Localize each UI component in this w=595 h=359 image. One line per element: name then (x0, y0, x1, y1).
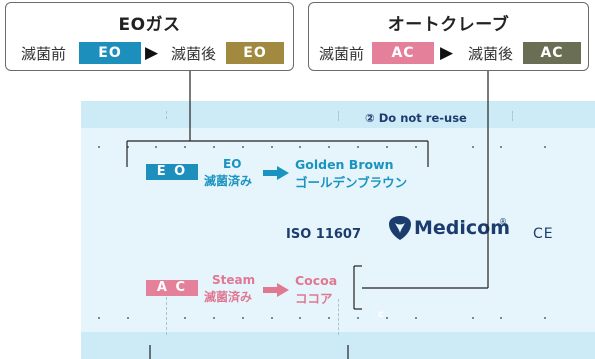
arrow-right-icon (263, 165, 289, 184)
dot (500, 317, 502, 319)
legend-eo-box: EOガス 滅菌前 EO ▶ 滅菌後 EO (5, 2, 294, 71)
dot (98, 146, 100, 148)
dot (155, 146, 157, 148)
legend-eo-title: EOガス (118, 15, 181, 35)
perforation-line (166, 297, 168, 335)
dot (242, 146, 244, 148)
perforation-line (166, 111, 168, 119)
dot (299, 317, 301, 319)
dot (213, 317, 215, 319)
ac-badge: A C (146, 280, 198, 296)
eo-result-en: Golden Brown (295, 157, 394, 172)
eo-line2: 滅菌済み (204, 174, 253, 188)
ac-line2: 滅菌済み (204, 290, 253, 304)
dot (386, 146, 388, 148)
registered-mark: ® (499, 217, 507, 226)
dot (242, 317, 244, 319)
eo-badge: E O (146, 164, 198, 180)
shield-logo-icon (389, 216, 411, 240)
legend-eo-before-label: 滅菌前 (21, 45, 67, 63)
dot (357, 317, 359, 319)
dot (328, 146, 330, 148)
legend-eo-before-chip: EO (79, 42, 141, 64)
perforation-line (338, 111, 340, 121)
dot (299, 146, 301, 148)
legend-ac-after-label: 滅菌後 (468, 45, 514, 63)
dot (184, 146, 186, 148)
dot (500, 146, 502, 148)
dot (213, 146, 215, 148)
dot (357, 146, 359, 148)
arrow-right-icon: ▶ (145, 43, 159, 63)
dot (328, 317, 330, 319)
stray-mark: c (378, 309, 384, 320)
legend-eo-after-label: 滅菌後 (171, 45, 217, 63)
arrow-right-icon: ▶ (440, 43, 454, 63)
legend-ac-row: 滅菌前 AC ▶ 滅菌後 AC (309, 41, 588, 65)
dot (472, 146, 474, 148)
arrow-right-icon (263, 282, 289, 301)
dot (127, 146, 129, 148)
dot (544, 317, 546, 319)
perforation-line (338, 299, 340, 335)
legend-eo-after-chip: EO (226, 42, 284, 64)
brand-name: Medicom (414, 217, 511, 239)
medicom-logo: Medicom ® (387, 215, 511, 245)
legend-ac-before-chip: AC (372, 42, 434, 64)
dot (271, 317, 273, 319)
pouch-sheet: ② Do not re-use E O EO 滅菌済み Golden Brown… (81, 101, 595, 359)
dot (127, 317, 129, 319)
dot (472, 317, 474, 319)
iso-label: ISO 11607 (286, 227, 362, 242)
legend-ac-box: オートクレーブ 滅菌前 AC ▶ 滅菌後 AC (308, 2, 589, 71)
legend-ac-after-chip: AC (523, 42, 581, 64)
dot (415, 146, 417, 148)
eo-result-jp: ゴールデンブラウン (295, 175, 408, 190)
dot (271, 146, 273, 148)
dot (415, 317, 417, 319)
legend-ac-before-label: 滅菌前 (319, 45, 365, 63)
sheet-bottom-band (81, 332, 595, 359)
dot (184, 317, 186, 319)
ac-result-jp: ココア (295, 291, 333, 306)
eo-line1: EO (223, 157, 242, 171)
legend-ac-title: オートクレーブ (387, 15, 510, 35)
perforation-line (512, 111, 514, 121)
do-not-reuse-label: ② Do not re-use (365, 111, 467, 125)
dot (386, 317, 388, 319)
ac-line1: Steam (212, 273, 256, 287)
dot (98, 317, 100, 319)
legend-eo-row: 滅菌前 EO ▶ 滅菌後 EO (6, 41, 293, 65)
ac-result-en: Cocoa (295, 273, 338, 288)
ce-mark: CE (533, 226, 554, 242)
dot (544, 146, 546, 148)
